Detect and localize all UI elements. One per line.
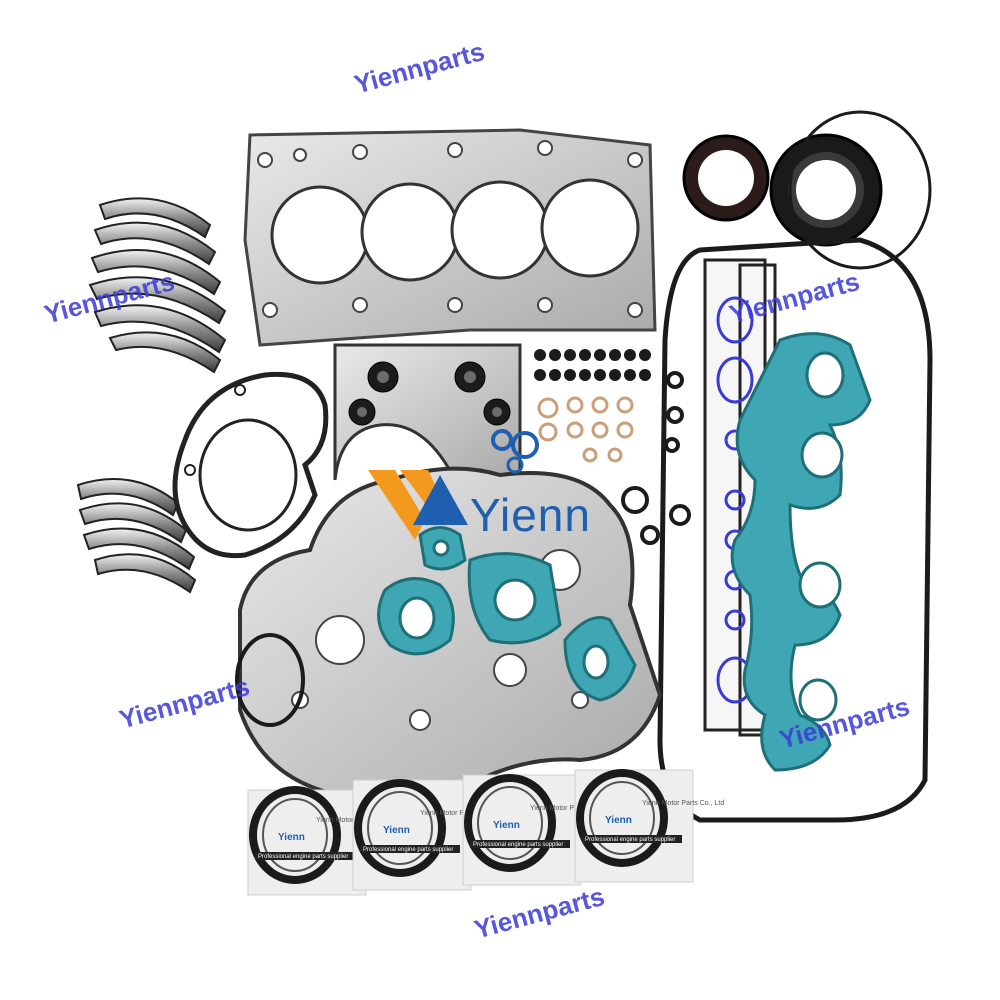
cylinder-head-gasket	[243, 128, 657, 347]
package-company-text: Yienn Motor Parts Co., Ltd	[642, 800, 724, 807]
package-brand-text: Yienn	[605, 815, 632, 826]
copper-washers	[537, 396, 634, 463]
package-company-text: Yienn Motor Parts Co., Ltd	[530, 805, 612, 812]
brand-logo-mark	[368, 429, 539, 540]
package-brand-text: Yienn	[383, 825, 410, 836]
main-bearing-set	[88, 197, 227, 374]
water-pump-gasket	[172, 371, 329, 559]
package-tagline-text: Professional engine parts supplier	[363, 847, 453, 853]
piston-ring-package-2: Yienn Yienn Motor Parts Co., Ltd Profess…	[352, 779, 502, 891]
teal-small-gaskets	[377, 526, 637, 702]
piston-ring-packages: Yienn Yienn Motor Parts Co., Ltd Profess…	[247, 769, 724, 896]
oil-seal-frame-gasket	[333, 343, 522, 482]
crankshaft-oil-seals	[682, 110, 932, 270]
piston-ring-package-3: Yienn Yienn Motor Parts Co., Ltd Profess…	[462, 774, 612, 886]
brand-logo-text: Yienn	[470, 489, 591, 541]
package-brand-text: Yienn	[278, 832, 305, 843]
exhaust-manifold-gasket	[730, 332, 872, 772]
package-tagline-text: Professional engine parts supplier	[473, 842, 563, 848]
package-tagline-text: Professional engine parts supplier	[258, 854, 348, 860]
piston-ring-package-4: Yienn Yienn Motor Parts Co., Ltd Profess…	[574, 769, 724, 883]
connecting-rod-bearing-set	[76, 478, 197, 594]
package-company-text: Yienn Motor Parts Co., Ltd	[420, 810, 502, 817]
package-brand-text: Yienn	[493, 820, 520, 831]
piston-ring-package-1: Yienn Yienn Motor Parts Co., Ltd Profess…	[247, 786, 398, 896]
small-o-rings	[621, 371, 691, 545]
package-tagline-text: Professional engine parts supplier	[585, 837, 675, 843]
valve-stem-seals	[534, 349, 651, 381]
